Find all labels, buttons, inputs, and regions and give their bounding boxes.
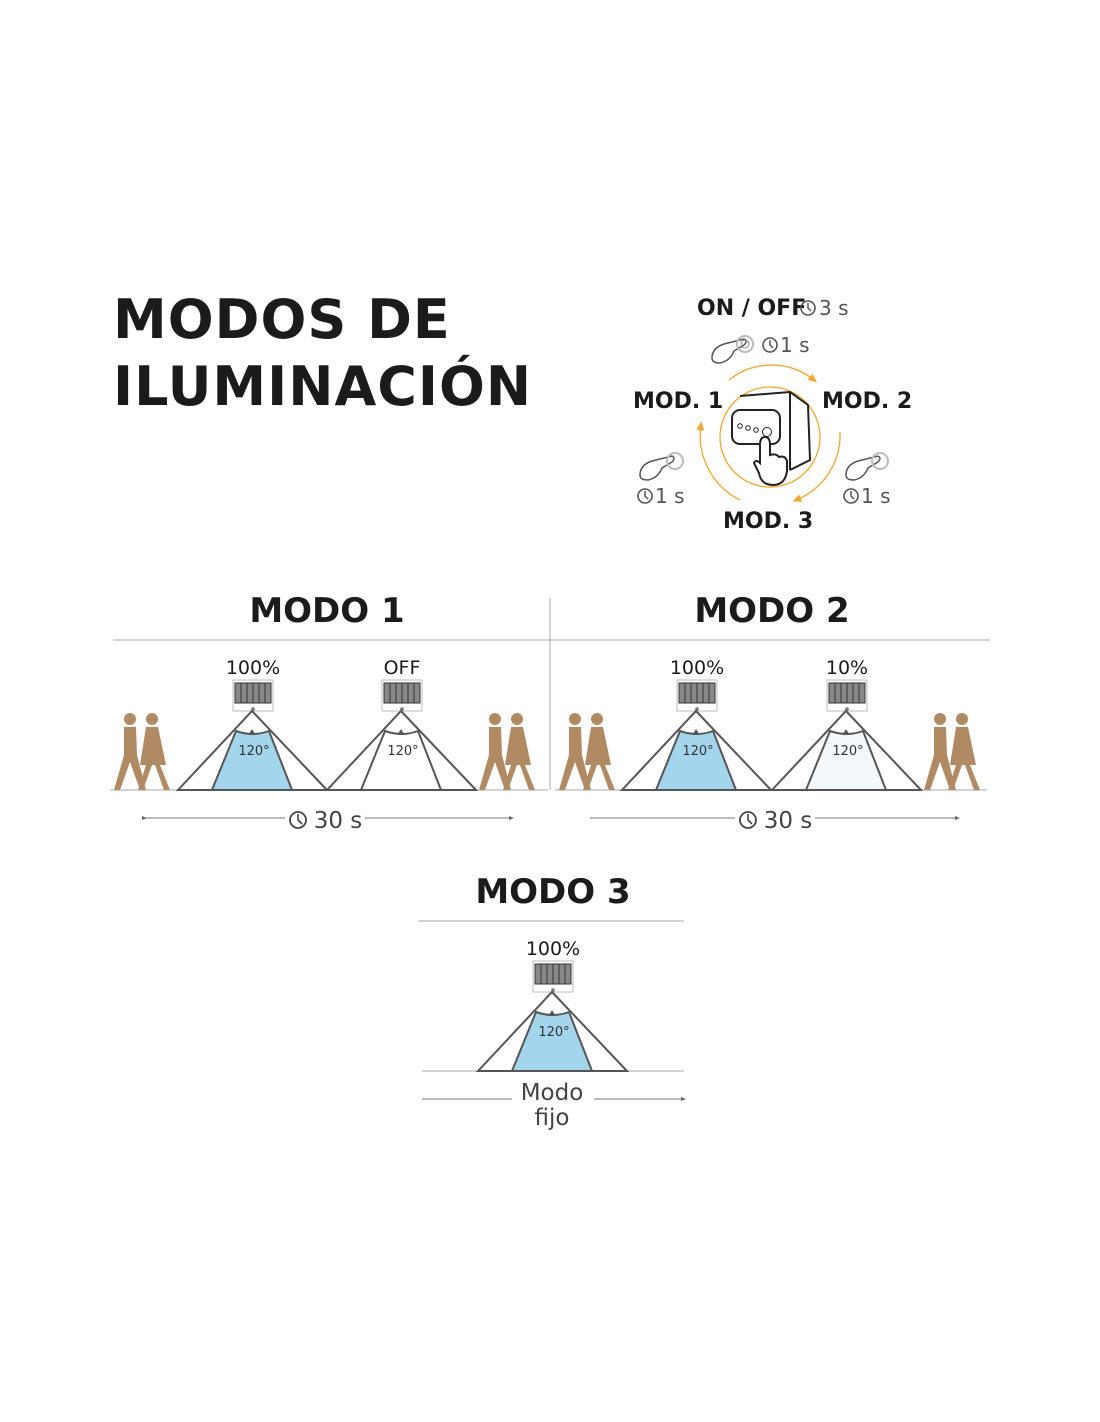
clock-icon (637, 488, 653, 504)
detection-angle-label: 120° (238, 744, 269, 759)
pedestrian-icon (948, 713, 980, 790)
clock-icon (739, 811, 757, 829)
body (559, 727, 591, 790)
control-diagram: ON / OFF 3 s 1 s MOD. 1 MOD. 2 MOD. 3 1 … (633, 296, 912, 534)
mode3-duration-line1: Modo (521, 1080, 584, 1106)
press-hand-icon (711, 335, 754, 364)
body (114, 727, 146, 790)
detection-angle-label: 120° (832, 744, 863, 759)
lamp-brightness-label: OFF (384, 657, 421, 679)
body (479, 727, 511, 790)
cycle-arrow (728, 364, 818, 383)
body (583, 727, 615, 790)
clock-icon (800, 300, 816, 316)
pedestrian-icon (138, 713, 170, 790)
pedestrian-icon (583, 713, 615, 790)
beam-area (210, 729, 294, 791)
motion-sensor-lamp: 10% 120° (769, 657, 924, 791)
lamp-brightness-label: 100% (526, 938, 580, 960)
pedestrian-icon (114, 713, 146, 790)
head (569, 713, 581, 725)
beam-area (359, 729, 443, 791)
head (511, 713, 523, 725)
title-line1: MODOS DE (113, 288, 451, 351)
lamp-brightness-label: 100% (226, 657, 280, 679)
body (138, 727, 170, 790)
clock-icon (289, 811, 307, 829)
press-right-time: 1 s (861, 484, 891, 508)
motion-sensor-lamp: 100% 120° (619, 657, 774, 791)
cycle-arrow (696, 421, 741, 501)
pedestrian-icon (479, 713, 511, 790)
detection-angle-label: 120° (387, 744, 418, 759)
mode1-title: MODO 1 (249, 591, 404, 631)
title-line2: ILUMINACIÓN (113, 355, 532, 418)
mode1-duration: 30 s (314, 808, 363, 834)
beam-area (804, 729, 888, 791)
head (956, 713, 968, 725)
body (503, 727, 535, 790)
body (924, 727, 956, 790)
motion-sensor-lamp: 100% 120° (475, 938, 630, 1072)
detection-angle-label: 120° (682, 744, 713, 759)
mod3-label: MOD. 3 (723, 509, 813, 534)
mode3-duration-line2: fijo (535, 1105, 570, 1131)
press-top-time: 1 s (780, 333, 810, 357)
motion-sensor-lamp: OFF 120° (324, 657, 479, 791)
on-off-time: 3 s (819, 296, 849, 320)
pedestrian-icon (559, 713, 591, 790)
beam-area (510, 1010, 594, 1072)
on-off-label: ON / OFF (697, 296, 806, 321)
lamp-brightness-label: 100% (670, 657, 724, 679)
beam-area (654, 729, 738, 791)
detection-angle-label: 120° (538, 1025, 569, 1040)
press-left-time: 1 s (655, 484, 685, 508)
pedestrian-icon (924, 713, 956, 790)
clock-icon (843, 488, 859, 504)
press-hand-icon (845, 452, 889, 481)
body (948, 727, 980, 790)
head (934, 713, 946, 725)
press-hand-icon (639, 452, 684, 481)
head (489, 713, 501, 725)
pedestrian-icon (503, 713, 535, 790)
lamp-button-icon (719, 386, 821, 488)
mod1-label: MOD. 1 (633, 389, 723, 414)
mode3-title: MODO 3 (475, 872, 630, 912)
mode2-title: MODO 2 (694, 591, 849, 631)
head (591, 713, 603, 725)
mod2-label: MOD. 2 (822, 389, 912, 414)
head (124, 713, 136, 725)
lamp-brightness-label: 10% (826, 657, 868, 679)
clock-icon (762, 337, 778, 353)
head (146, 713, 158, 725)
motion-sensor-lamp: 100% 120° (175, 657, 330, 791)
cycle-arrow (792, 431, 841, 502)
mode2-duration: 30 s (764, 808, 813, 834)
